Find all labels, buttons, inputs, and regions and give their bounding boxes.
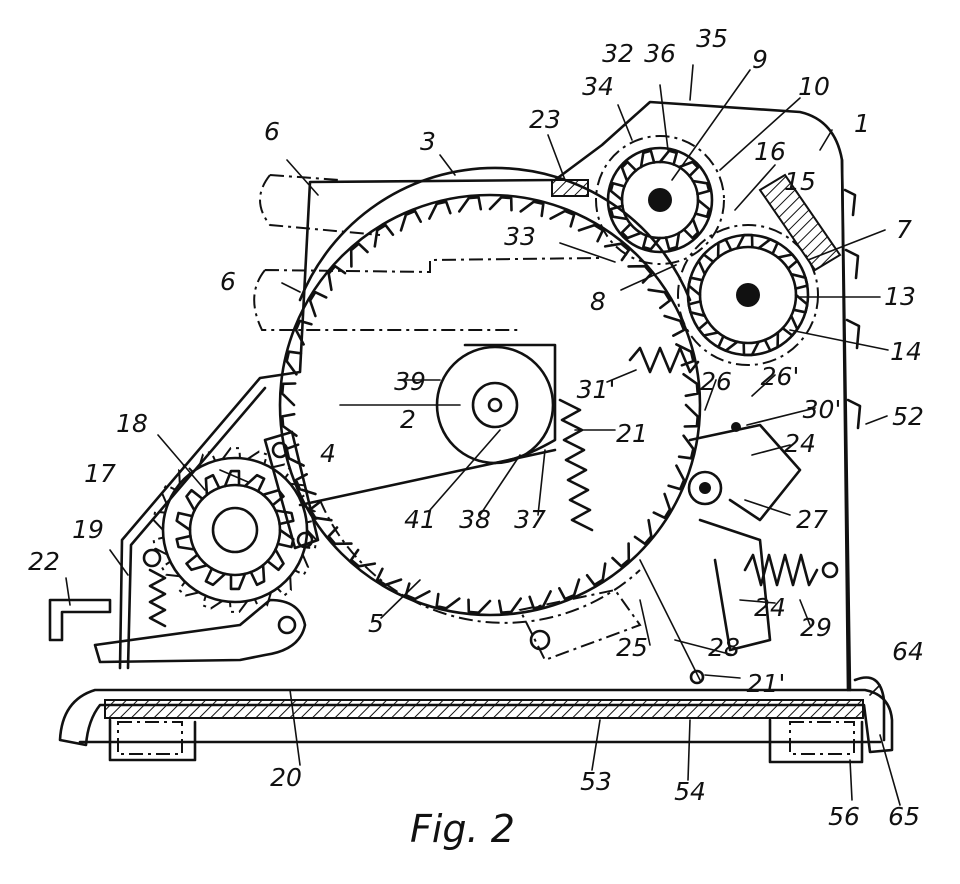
numeral-30p: 30' bbox=[803, 395, 842, 424]
latch-20 bbox=[48, 548, 307, 664]
numeral-7: 7 bbox=[896, 215, 912, 244]
numeral-37: 37 bbox=[514, 505, 546, 534]
numeral-13: 13 bbox=[884, 282, 916, 311]
pawl-24 bbox=[639, 422, 802, 685]
spring-21 bbox=[558, 398, 594, 532]
numeral-5: 5 bbox=[368, 609, 384, 638]
numeral-2: 2 bbox=[400, 405, 416, 434]
numeral-26p: 26' bbox=[761, 362, 800, 391]
numeral-6a: 6 bbox=[264, 117, 280, 146]
numeral-24a: 24 bbox=[784, 429, 816, 458]
gear-9-teeth bbox=[609, 149, 711, 251]
numeral-15: 15 bbox=[784, 167, 816, 196]
plate-15 bbox=[758, 173, 842, 272]
numeral-10: 10 bbox=[798, 72, 830, 101]
numeral-17: 17 bbox=[84, 459, 116, 488]
numeral-23: 23 bbox=[529, 105, 561, 134]
numeral-54: 54 bbox=[674, 777, 706, 806]
numeral-53: 53 bbox=[580, 767, 612, 796]
numeral-8: 8 bbox=[590, 287, 606, 316]
numeral-21: 21 bbox=[616, 419, 648, 448]
numeral-31p: 31' bbox=[577, 375, 616, 404]
numeral-41: 41 bbox=[404, 505, 436, 534]
spring-29 bbox=[743, 553, 839, 587]
numeral-16: 16 bbox=[754, 137, 786, 166]
numeral-1: 1 bbox=[854, 109, 870, 138]
numeral-56: 56 bbox=[828, 802, 860, 831]
base-plate bbox=[58, 676, 894, 764]
numeral-24b: 24 bbox=[754, 593, 786, 622]
hub-2 bbox=[435, 343, 557, 465]
numeral-36: 36 bbox=[644, 39, 676, 68]
numeral-35: 35 bbox=[696, 24, 728, 53]
numeral-19: 19 bbox=[72, 515, 104, 544]
numeral-34: 34 bbox=[582, 72, 614, 101]
reference-numerals: 1 2 3 4 5 6 6 7 8 9 10 13 14 15 16 17 18… bbox=[28, 24, 924, 831]
numeral-38: 38 bbox=[459, 505, 491, 534]
numeral-22: 22 bbox=[28, 547, 60, 576]
numeral-4: 4 bbox=[320, 439, 336, 468]
gear-13-teeth bbox=[687, 233, 809, 357]
numeral-26: 26 bbox=[700, 367, 732, 396]
link-28 bbox=[518, 588, 642, 662]
numeral-28: 28 bbox=[708, 633, 740, 662]
numeral-25: 25 bbox=[616, 633, 648, 662]
numeral-3: 3 bbox=[420, 127, 436, 156]
spring-31prime bbox=[628, 346, 700, 374]
main-drum bbox=[278, 166, 702, 624]
figure-caption: Fig. 2 bbox=[410, 807, 515, 851]
block-23 bbox=[551, 179, 589, 197]
numeral-6b: 6 bbox=[220, 267, 236, 296]
numeral-27: 27 bbox=[796, 505, 828, 534]
profile-6 bbox=[253, 174, 601, 331]
numeral-65: 65 bbox=[888, 802, 920, 831]
numeral-21p: 21' bbox=[747, 669, 786, 698]
numeral-9: 9 bbox=[752, 45, 768, 74]
numeral-29: 29 bbox=[800, 613, 832, 642]
numeral-39: 39 bbox=[394, 367, 426, 396]
numeral-64: 64 bbox=[892, 637, 924, 666]
left-gear-17 bbox=[161, 456, 309, 604]
numeral-14: 14 bbox=[890, 337, 922, 366]
gear-17-teeth bbox=[175, 469, 295, 591]
numeral-33: 33 bbox=[504, 222, 536, 251]
numeral-52: 52 bbox=[892, 402, 924, 431]
numeral-32: 32 bbox=[602, 39, 634, 68]
numeral-20: 20 bbox=[270, 763, 302, 792]
numeral-18: 18 bbox=[116, 409, 148, 438]
